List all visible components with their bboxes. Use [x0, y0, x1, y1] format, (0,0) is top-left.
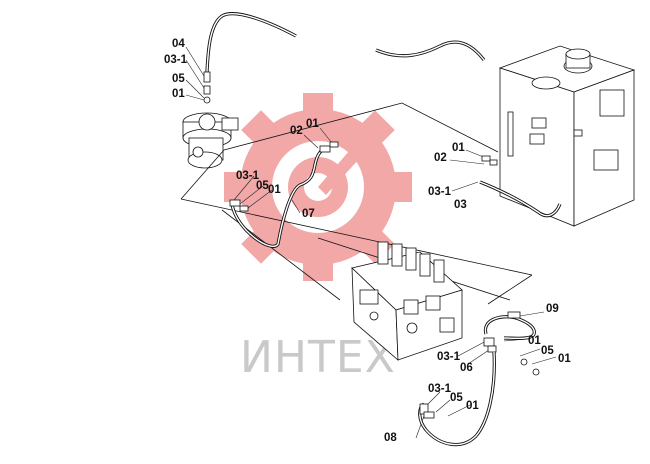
label-01-valve-2: 01 — [558, 353, 571, 365]
label-02-mid: 02 — [290, 125, 303, 137]
label-03-tank: 03 — [454, 199, 467, 211]
return-filter — [182, 112, 239, 169]
label-01-valve: 01 — [528, 335, 541, 347]
fitting-tank-02 — [481, 155, 491, 162]
fitting-06a — [483, 337, 495, 347]
washer-top — [203, 96, 211, 104]
leader-lines — [185, 46, 557, 439]
label-08: 08 — [384, 432, 397, 444]
label-03-1-tank: 03-1 — [428, 186, 452, 198]
fitting-06b — [487, 345, 497, 353]
hose-03 — [479, 180, 562, 218]
fitting-07d — [239, 205, 249, 212]
hose-08 — [418, 351, 496, 447]
label-05-bottom: 05 — [450, 392, 463, 404]
label-03-1-top: 03-1 — [164, 54, 188, 66]
fitting-07b — [329, 141, 339, 148]
label-05-left: 05 — [256, 180, 269, 192]
fitting-07c — [229, 199, 241, 207]
label-05-valve: 05 — [541, 345, 554, 357]
label-01-mid: 01 — [306, 118, 319, 130]
watermark-text: ИНТЕХ — [240, 332, 396, 383]
hydraulic-tank — [498, 45, 636, 227]
label-03-1-valve: 03-1 — [437, 351, 461, 363]
label-01-bottom: 01 — [466, 400, 479, 412]
label-06: 06 — [460, 362, 473, 374]
fitting-tank-01 — [489, 159, 498, 166]
hose-07 — [230, 148, 324, 248]
label-01-top: 01 — [172, 88, 185, 100]
label-01-left: 01 — [268, 184, 281, 196]
washer-valve — [520, 358, 528, 366]
hose-04 — [205, 12, 297, 73]
control-valve — [351, 241, 463, 361]
label-09: 09 — [546, 303, 559, 315]
fitting-top-2 — [203, 85, 211, 95]
hose-tank-top — [375, 40, 486, 61]
fitting-09 — [507, 311, 521, 319]
label-03-1-bottom: 03-1 — [428, 383, 452, 395]
label-07: 07 — [302, 208, 315, 220]
hose-09 — [483, 315, 536, 340]
label-01-tank: 01 — [452, 142, 465, 154]
label-03-1-left: 03-1 — [236, 170, 260, 182]
label-05-top: 05 — [172, 73, 185, 85]
fitting-08b — [423, 411, 435, 419]
label-02-tank: 02 — [434, 152, 447, 164]
fitting-07a — [319, 145, 331, 153]
fitting-top — [203, 71, 211, 83]
washer-valve-2 — [532, 368, 540, 376]
label-04-top: 04 — [172, 38, 185, 50]
